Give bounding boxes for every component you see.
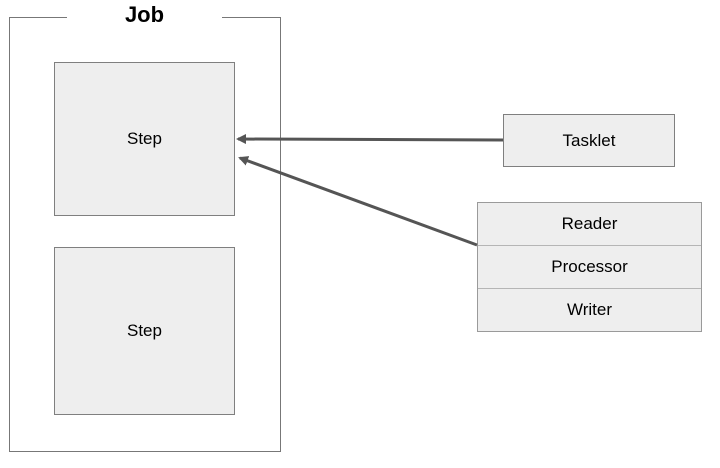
step-box-1: Step [54,62,235,216]
job-frame-top-left-edge [9,17,67,18]
step-box-2: Step [54,247,235,415]
chunk-box: Reader Processor Writer [477,202,702,332]
writer-row: Writer [478,289,701,331]
reader-label: Reader [561,214,618,233]
job-frame-top-right-edge [222,17,281,18]
processor-row: Processor [478,246,701,289]
tasklet-label: Tasklet [562,130,616,150]
step-label: Step [127,321,162,340]
reader-row: Reader [478,203,701,246]
writer-label: Writer [566,300,612,319]
step-label: Step [127,129,162,148]
job-title: Job [124,2,165,27]
tasklet-box: Tasklet [503,114,675,167]
processor-label: Processor [551,257,628,276]
